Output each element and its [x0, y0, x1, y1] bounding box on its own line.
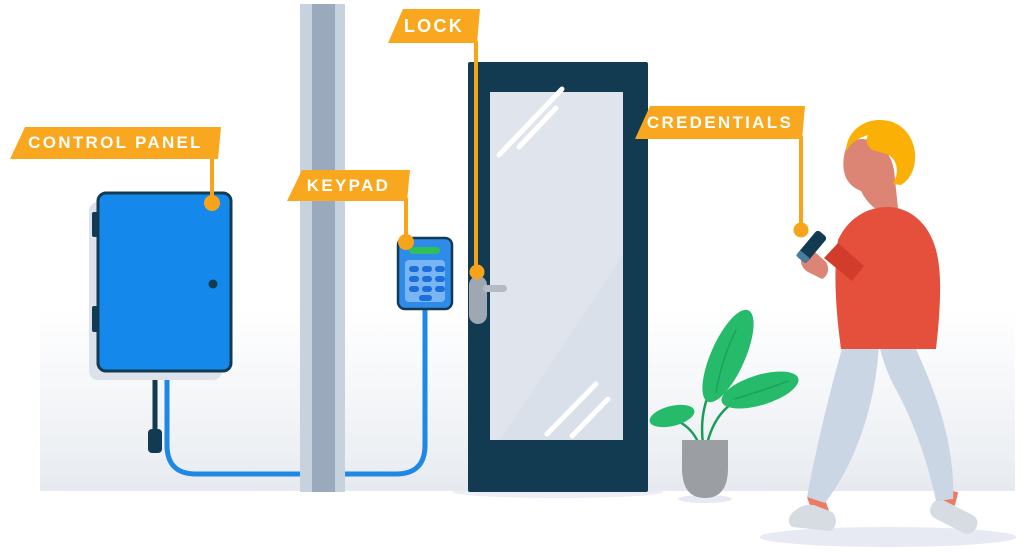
person-shadow — [760, 527, 1016, 547]
connector-dot-lock — [469, 264, 485, 280]
wiring — [148, 307, 428, 477]
leaf-veins — [715, 329, 789, 400]
shoe-back — [930, 499, 978, 534]
plant-illustration — [649, 309, 799, 498]
leg-back — [879, 345, 954, 501]
plant-leaf-tall — [702, 309, 754, 403]
control-panel-illustration — [89, 191, 233, 380]
lock-illustration — [469, 276, 487, 324]
pillar — [300, 4, 345, 492]
panel-knob — [208, 279, 218, 289]
control-panel-label: CONTROL PANEL — [10, 127, 221, 159]
label-connectors — [204, 40, 809, 280]
keypad-label: KEYPAD — [287, 170, 410, 201]
person-illustration — [788, 119, 978, 534]
phone — [796, 230, 827, 264]
person-face — [843, 139, 899, 218]
plant-leaf-left — [649, 404, 695, 428]
person-legs — [788, 345, 978, 534]
keypad-buttons — [409, 266, 445, 301]
pot-shadow — [678, 495, 732, 503]
glass-shade — [500, 255, 623, 440]
leg-front — [807, 345, 879, 503]
glass-shine — [496, 86, 611, 439]
control-panel-box — [96, 191, 233, 373]
person-coat — [835, 206, 941, 349]
connector-dot-control-panel — [204, 195, 220, 211]
connector-dot-credentials — [793, 222, 809, 238]
keypad-display — [409, 247, 440, 254]
lock-label: LOCK — [388, 9, 480, 43]
door-handle — [483, 285, 507, 292]
keypad-illustration — [396, 236, 454, 311]
keypad-cable — [164, 307, 428, 477]
coat-sleeve — [824, 243, 864, 281]
door-illustration — [468, 62, 648, 492]
plant-pot — [682, 440, 728, 498]
credentials-label: CREDENTIALS — [635, 106, 805, 139]
connector-dot-keypad — [398, 234, 414, 250]
ground-shadows — [453, 486, 1016, 547]
power-plug — [148, 429, 162, 453]
person-hair — [846, 119, 916, 185]
pillar-stripe — [312, 4, 335, 492]
plant-leaf-right — [721, 371, 799, 409]
shoe-front — [788, 504, 836, 531]
phone-screen-edge — [796, 250, 810, 264]
